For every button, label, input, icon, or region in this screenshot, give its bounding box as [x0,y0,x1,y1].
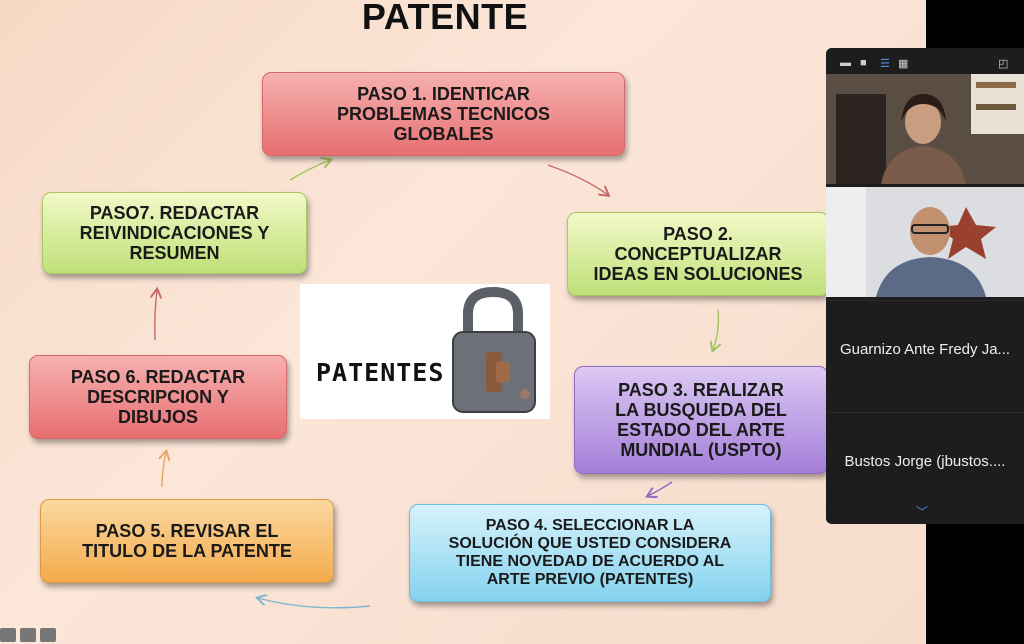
slide-control-menu-icon[interactable] [20,628,36,642]
chevron-down-icon[interactable]: ﹀ [916,505,929,519]
step-7-text: PASO7. REDACTAR REIVINDICACIONES Y RESUM… [79,202,270,264]
slide-controls [0,626,56,644]
arrow-2-3 [713,309,718,350]
patentes-lock-image: PATENTES [300,284,550,419]
arrow-3-4 [648,481,673,496]
pop-out-icon[interactable]: ◰ [998,58,1009,70]
minimize-icon[interactable]: ▬ [840,57,851,69]
flow-arrows [0,0,926,609]
participant-2-avatar [826,187,1024,297]
step-7-box: PASO7. REDACTAR REIVINDICACIONES Y RESUM… [42,192,307,274]
participant-1-avatar [826,74,1024,184]
participant-video-2[interactable] [826,187,1024,297]
slide-title: PATENTE [361,0,529,37]
arrow-4-5 [258,598,371,609]
step-1-box: PASO 1. IDENTICAR PROBLEMAS TECNICOS GLO… [262,72,625,156]
arrow-6-7 [155,290,157,341]
step-2-text: PASO 2. CONCEPTUALIZAR IDEAS EN SOLUCION… [593,223,803,285]
participant-tile-4[interactable]: Bustos Jorge (jbustos.... [826,412,1024,523]
participant-name-4: Bustos Jorge (jbustos.... [844,453,1006,470]
step-1-text: PASO 1. IDENTICAR PROBLEMAS TECNICOS GLO… [336,83,550,145]
video-panel-toolbar: ▬ ■ ☰ ▦ ◰ [826,48,1024,74]
arrow-1-2 [547,164,608,195]
step-3-box: PASO 3. REALIZAR LA BUSQUEDA DEL ESTADO … [574,366,828,474]
step-5-text: PASO 5. REVISAR EL TITULO DE LA PATENTE [82,520,292,561]
presentation-slide: PATENTE PASO 1. IDENTICAR PROBLEMAS TECN… [0,0,926,644]
gallery-view-icon[interactable]: ▦ [898,58,909,70]
video-panel: ▬ ■ ☰ ▦ ◰ Guarnizo Ante Fredy Ja... [826,48,1024,524]
slide-control-next-icon[interactable] [40,628,56,642]
speaker-view-icon[interactable]: ■ [860,57,867,69]
step-5-box: PASO 5. REVISAR EL TITULO DE LA PATENTE [40,499,334,583]
strip-view-icon[interactable]: ☰ [880,58,890,70]
step-6-box: PASO 6. REDACTAR DESCRIPCION Y DIBUJOS [29,355,287,439]
patentes-image-word: PATENTES [316,358,445,387]
padlock-icon [452,286,536,413]
slide-control-pen-icon[interactable] [0,628,16,642]
participant-tile-3[interactable]: Guarnizo Ante Fredy Ja... [826,300,1024,411]
arrow-7-1 [289,160,330,181]
step-4-box: PASO 4. SELECCIONAR LA SOLUCIÓN QUE USTE… [409,504,771,602]
participant-name-3: Guarnizo Ante Fredy Ja... [839,341,1011,358]
arrow-5-6 [162,452,166,488]
step-4-text: PASO 4. SELECCIONAR LA SOLUCIÓN QUE USTE… [448,517,732,588]
step-3-text: PASO 3. REALIZAR LA BUSQUEDA DEL ESTADO … [615,379,787,461]
step-2-box: PASO 2. CONCEPTUALIZAR IDEAS EN SOLUCION… [567,212,829,296]
step-6-text: PASO 6. REDACTAR DESCRIPCION Y DIBUJOS [70,366,246,428]
participant-video-1[interactable] [826,74,1024,184]
